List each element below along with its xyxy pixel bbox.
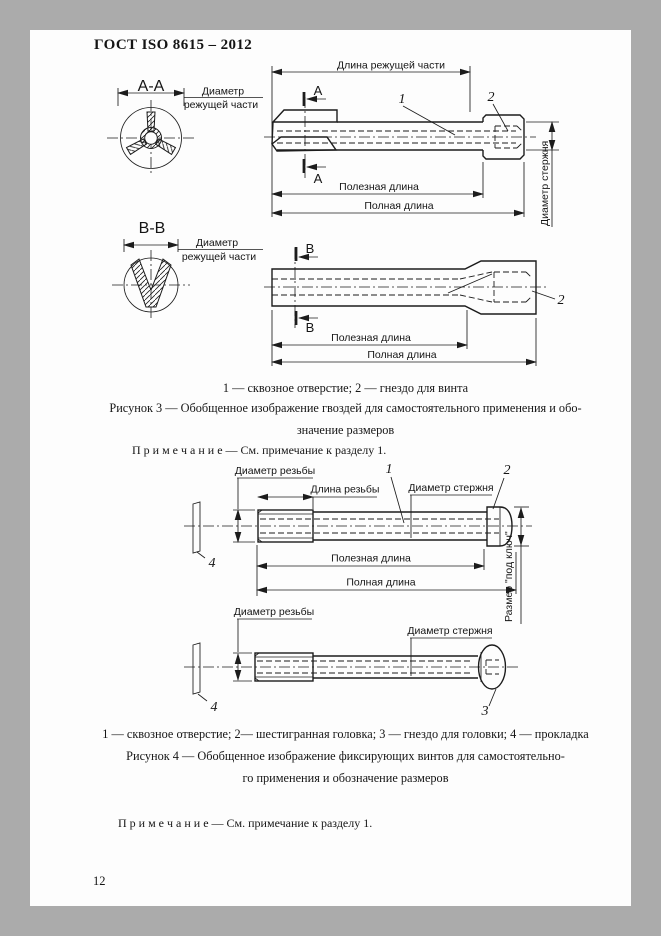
- nail-b-outline: [271, 260, 537, 315]
- useful-length-dim: Полезная длина: [331, 553, 411, 565]
- cutting-diameter-label-line1: Диаметр: [196, 237, 238, 249]
- cutting-diameter-label-line2: режущей части: [184, 99, 258, 111]
- figure4-legend: 1 — сквозное отверстие; 2— шестигранная …: [102, 727, 589, 741]
- thread-length-dim: Длина резьбы: [257, 484, 380, 509]
- cutting-length-dim: Длина режущей части: [337, 60, 445, 72]
- svg-text:Размер "под ключ": Размер "под ключ": [503, 531, 515, 622]
- nail-type-a-view: А А 1 2 Длина режущей части Полез: [264, 60, 559, 227]
- ref-2-label: 2: [504, 463, 511, 478]
- shank-diameter-dim-a: Диаметр стержня: [539, 141, 551, 226]
- nail-b-bore-edge: [447, 273, 493, 294]
- useful-length-dim-a: Полезная длина: [339, 181, 419, 193]
- ref-3-label: 3: [481, 704, 489, 719]
- section-aa-view: А-А Диаметр режущей части: [107, 78, 263, 176]
- figure3-drawing: А-А Диаметр режущей части: [107, 60, 565, 366]
- wrench-size-dim: Размер "под ключ": [503, 506, 529, 624]
- figure4-caption-line1: Рисунок 4 — Обобщенное изображение фикси…: [126, 749, 565, 763]
- full-length-dim-b: Полная длина: [367, 349, 436, 361]
- nail-a-leaders: 1 2: [399, 90, 509, 136]
- svg-text:Диаметр стержня: Диаметр стержня: [408, 482, 493, 494]
- screw-2-body: [184, 644, 519, 690]
- shank-diameter-dim-2: Диаметр стержня: [407, 625, 493, 676]
- ref-4-label: 4: [209, 556, 216, 571]
- svg-text:Диаметр резьбы: Диаметр резьбы: [235, 465, 315, 477]
- svg-text:Диаметр стержня: Диаметр стержня: [407, 625, 492, 637]
- nail-b-leaders: 2: [531, 290, 565, 308]
- thread-diameter-dim-2: Диаметр резьбы: [233, 606, 314, 682]
- section-marker-a-top: А: [314, 83, 323, 98]
- section-a-markers: А А: [302, 83, 326, 186]
- paper-sheet: ГОСТ ISO 8615 – 2012 А-А Диаметр режущей…: [30, 30, 631, 906]
- useful-length-dim-b: Полезная длина: [331, 332, 411, 344]
- figure3-caption-line1: Рисунок 3 — Обобщенное изображение гвозд…: [109, 401, 582, 415]
- section-aa-title: А-А: [138, 78, 165, 95]
- v-cutter-section: [130, 258, 172, 308]
- section-marker-b-bottom: В: [306, 320, 315, 335]
- washer-2: [192, 642, 201, 695]
- page-number: 12: [93, 874, 106, 888]
- section-bb-title: В-В: [139, 220, 166, 237]
- full-length-dim: Полная длина: [346, 577, 415, 589]
- screw-hex-head-view: 4 Диаметр резьбы Длина резьбы 1: [184, 462, 532, 624]
- washer-1: [192, 501, 201, 554]
- screw-1-body: [184, 506, 532, 547]
- section-marker-b-top: В: [306, 241, 315, 256]
- cutting-diameter-label-line2: режущей части: [182, 251, 256, 263]
- ref-4-label: 4: [211, 700, 218, 715]
- cutting-diameter-label-line1: Диаметр: [202, 86, 244, 98]
- ref-1-label: 1: [399, 92, 406, 107]
- nail-a-outline: [271, 109, 525, 160]
- figure3-note: П р и м е ч а н и е — См. примечание к р…: [132, 443, 387, 457]
- document-title: ГОСТ ISO 8615 – 2012: [94, 37, 253, 53]
- section-b-markers: В В: [294, 241, 318, 335]
- figure3-caption-line2: значение размеров: [296, 423, 395, 437]
- section-bb-view: В-В Диаметр режущей части: [112, 220, 263, 320]
- thread-diameter-dim-1: Диаметр резьбы: [233, 465, 315, 543]
- ref-2-label: 2: [558, 293, 565, 308]
- svg-text:Диаметр резьбы: Диаметр резьбы: [234, 606, 314, 618]
- figure4-note: П р и м е ч а н и е — См. примечание к р…: [118, 816, 373, 830]
- ref-2-label: 2: [488, 90, 495, 105]
- svg-text:Длина резьбы: Длина резьбы: [311, 484, 380, 496]
- figure3-legend: 1 — сквозное отверстие; 2 — гнездо для в…: [222, 381, 469, 395]
- nail-type-b-view: В В 2 Полезная длина Полная длина: [264, 241, 565, 366]
- trilobe-cutter-section: [125, 111, 177, 156]
- screw-round-head-view: Диаметр резьбы Диаметр стержня 4: [184, 606, 519, 719]
- screw-1-length-dims: Полезная длина Полная длина: [256, 545, 517, 596]
- figure4-drawing: 4 Диаметр резьбы Длина резьбы 1: [184, 462, 532, 719]
- ref-1-label: 1: [386, 462, 393, 477]
- figure4-caption-line2: го применения и обозначение размеров: [242, 771, 449, 785]
- full-length-dim-a: Полная длина: [364, 200, 433, 212]
- shank-diameter-dim-1: Диаметр стержня: [408, 482, 494, 538]
- section-marker-a-bottom: А: [314, 171, 323, 186]
- nail-a-dimensions: Длина режущей части Полезная длина Полна…: [271, 60, 559, 227]
- nail-b-dimensions: Полезная длина Полная длина: [271, 310, 537, 366]
